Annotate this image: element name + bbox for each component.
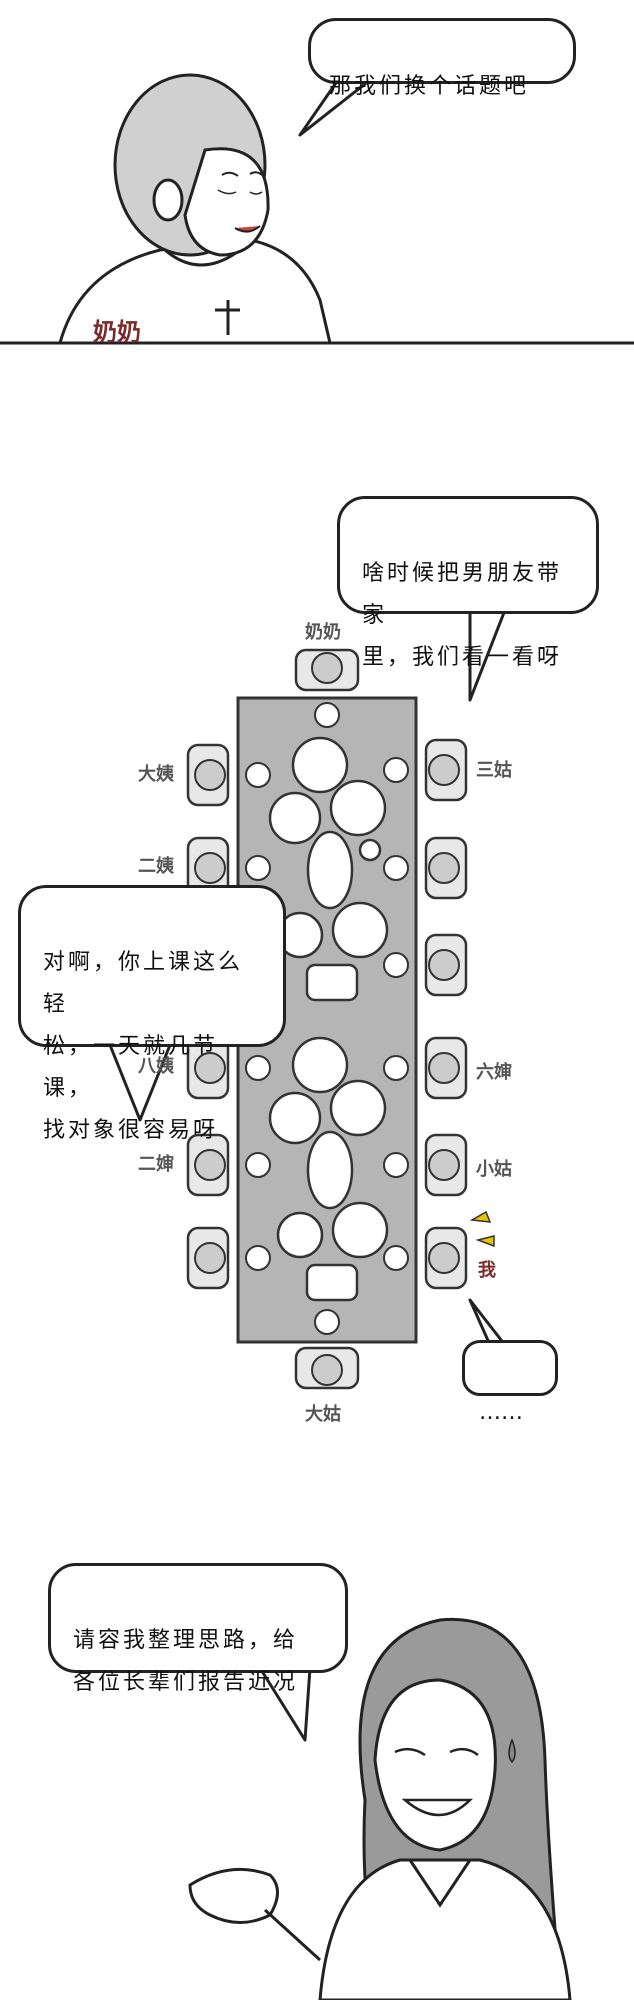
seat-label-top: 奶奶: [305, 622, 341, 643]
tail-top-aunt: [468, 609, 507, 702]
seat-label-me: 我: [478, 1260, 496, 1281]
tail-grandma: [298, 78, 371, 137]
chairs-left: [186, 743, 230, 1290]
seat-label-right-1: 三姑: [476, 760, 512, 781]
speech-bubble-girl: 请容我整理思路，给 各位长辈们报告近况: [48, 1563, 348, 1695]
seat-label-left-3: 八姨: [138, 1056, 174, 1077]
seat-label-bottom: 大姑: [305, 1404, 341, 1425]
seat-label-right-3: 小姑: [476, 1159, 512, 1180]
girl-illustration: [188, 1617, 572, 2000]
speech-text-left-aunt: 对啊，你上课这么轻 松，一天就几节课， 找对象很容易呀: [43, 950, 244, 1143]
seat-label-left-2: 二姨: [138, 856, 174, 877]
surprise-marks: [469, 1210, 495, 1248]
tail-girl: [258, 1667, 312, 1742]
chair-bottom: [294, 1346, 360, 1390]
bubble-tails: [108, 78, 507, 1742]
speech-bubble-left-aunt: 对啊，你上课这么轻 松，一天就几节课， 找对象很容易呀: [18, 885, 286, 1143]
speech-bubble-me: ……: [462, 1340, 558, 1425]
speech-text-grandma: 那我们换个话题吧: [329, 74, 530, 99]
speech-text-girl: 请容我整理思路，给 各位长辈们报告近况: [73, 1628, 299, 1695]
speech-bubble-top-aunt: 啥时候把男朋友带家 里，我们看一看呀: [337, 496, 599, 670]
tail-left-aunt: [108, 1044, 172, 1122]
dishes-lower: [268, 1036, 389, 1302]
tail-me: [468, 1298, 507, 1346]
plates: [245, 702, 409, 1335]
dishes-upper: [268, 736, 389, 1002]
speech-text-top-aunt: 啥时候把男朋友带家 里，我们看一看呀: [362, 561, 563, 670]
speech-bubble-grandma: 那我们换个话题吧: [308, 18, 576, 99]
chairs-right: [424, 738, 468, 1290]
name-tag-grandma: 奶奶: [93, 318, 141, 346]
seat-label-left-4: 二婶: [138, 1154, 174, 1175]
seat-label-left-1: 大姨: [138, 764, 174, 785]
chair-top: [294, 648, 360, 692]
grandma-illustration: [0, 73, 634, 345]
speech-text-me: ……: [479, 1400, 523, 1425]
seat-label-right-2: 六婶: [476, 1062, 512, 1083]
